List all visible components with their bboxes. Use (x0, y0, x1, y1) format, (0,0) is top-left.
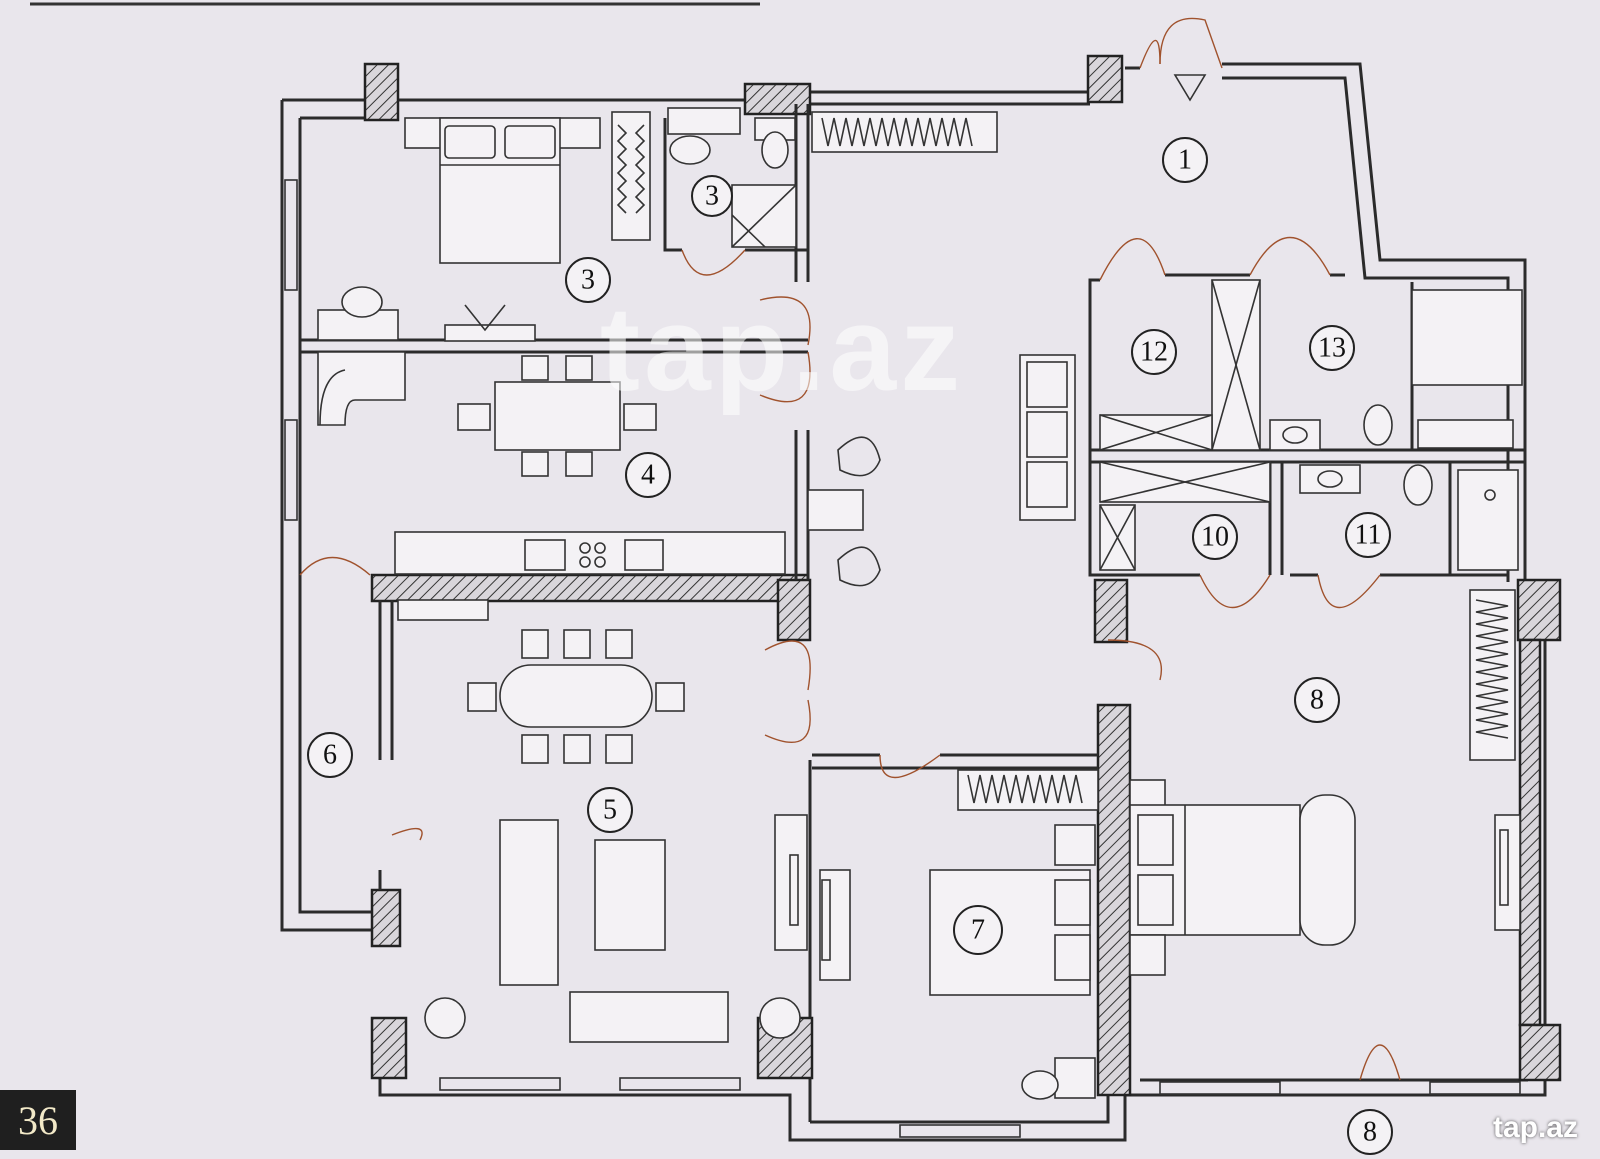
structural-columns (363, 54, 1562, 1097)
service-rooms-fixtures (1099, 279, 1523, 571)
svg-text:1: 1 (1178, 145, 1192, 176)
room-marker-8: 8 (1294, 677, 1340, 723)
svg-text:6: 6 (323, 740, 337, 771)
hall-sofa (1019, 354, 1076, 521)
sofa-left (499, 819, 559, 986)
svg-text:7: 7 (971, 915, 985, 946)
room-marker-3-bath: 3 (691, 175, 733, 217)
room-marker-11: 11 (1345, 512, 1391, 558)
bedroom-3-furniture (317, 111, 651, 342)
bedroom-8-furniture (1129, 589, 1521, 976)
room-number-markers: 1 3 3 4 5 6 7 8 8 10 11 12 13 (307, 137, 1393, 1155)
room-marker-6: 6 (307, 732, 353, 778)
room-marker-5: 5 (587, 787, 633, 833)
room-marker-8-balcony: 8 (1347, 1109, 1393, 1155)
room-marker-1: 1 (1162, 137, 1208, 183)
door-swings (299, 17, 1401, 1081)
bathroom-3-fixtures (667, 107, 797, 248)
watermark-small: tap.az (1492, 1111, 1578, 1144)
room-marker-4: 4 (625, 452, 671, 498)
svg-text:4: 4 (641, 460, 655, 491)
svg-text:3: 3 (705, 181, 719, 212)
svg-text:13: 13 (1318, 333, 1346, 364)
room-marker-12: 12 (1131, 329, 1177, 375)
svg-text:5: 5 (603, 795, 617, 826)
oval-dining-table (499, 664, 653, 728)
svg-text:12: 12 (1140, 337, 1168, 368)
bedroom-7-furniture (819, 769, 1099, 1100)
page-number-badge: 36 (0, 1090, 76, 1150)
svg-text:3: 3 (581, 265, 595, 296)
sofa-bottom (569, 991, 729, 1043)
svg-text:10: 10 (1201, 522, 1229, 553)
wardrobe (611, 111, 651, 241)
living-room-5-furniture (397, 599, 808, 1043)
room-marker-3-bedroom: 3 (565, 257, 611, 303)
room-marker-7: 7 (953, 905, 1003, 955)
room-marker-10: 10 (1192, 514, 1238, 560)
svg-text:8: 8 (1310, 685, 1324, 716)
kitchen-counter (394, 531, 786, 575)
svg-text:11: 11 (1355, 520, 1382, 551)
svg-text:8: 8 (1363, 1117, 1377, 1148)
coffee-table (594, 839, 666, 951)
chaise (1299, 794, 1356, 946)
windows (284, 179, 1521, 1138)
room-marker-13: 13 (1309, 325, 1355, 371)
dining-table-small (494, 381, 621, 451)
watermark-large: tap.az (600, 282, 965, 416)
kitchen-4-furniture (317, 351, 881, 587)
corridor-wardrobe (811, 111, 998, 153)
